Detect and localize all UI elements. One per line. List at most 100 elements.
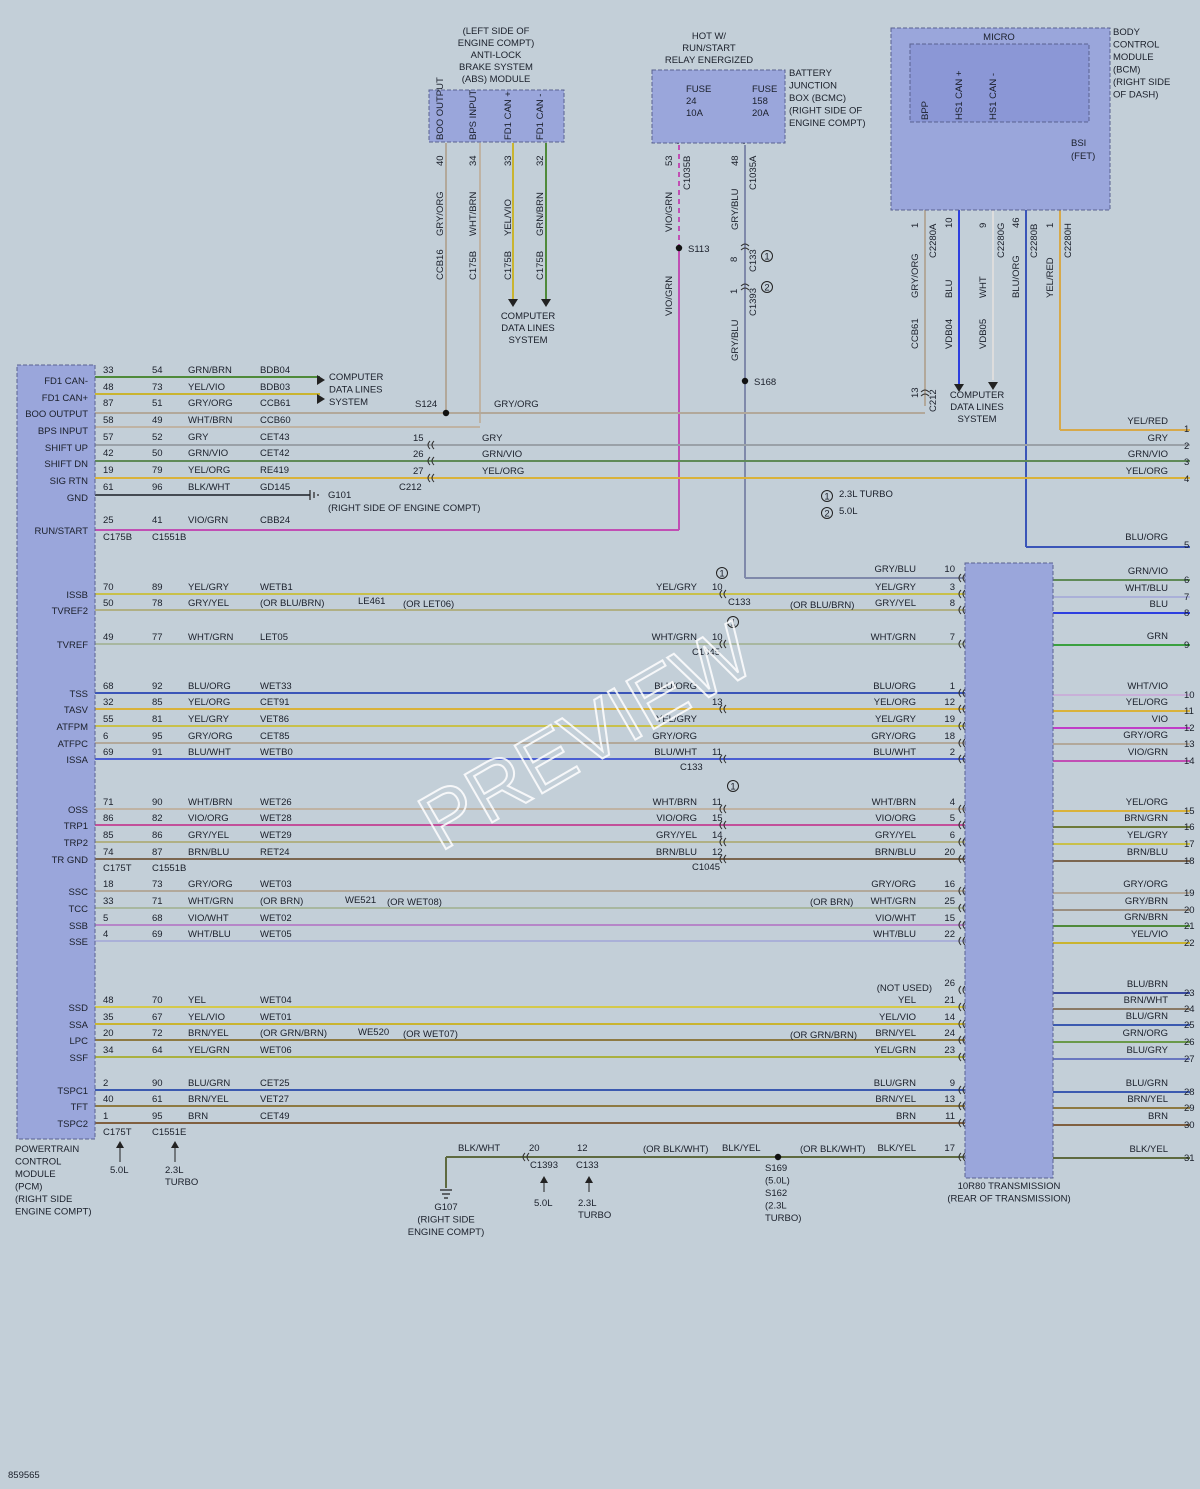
circuit-id: CET43 bbox=[260, 432, 290, 443]
connector-label: C212 bbox=[928, 389, 939, 412]
bcm-caption: (RIGHT SIDE bbox=[1113, 77, 1170, 88]
fuse-label: 20A bbox=[752, 108, 770, 119]
connector-icon bbox=[719, 854, 727, 864]
pcm-pin-name: TSPC2 bbox=[57, 1119, 88, 1130]
abs-pin-number: 32 bbox=[535, 155, 546, 166]
circuit-id: (OR GRN/BRN) bbox=[260, 1028, 327, 1039]
right-pin: 22 bbox=[1184, 938, 1195, 949]
wire-color: GRY/ORG bbox=[188, 398, 233, 409]
wire-color: YEL bbox=[898, 995, 916, 1006]
bjb-caption: RUN/START bbox=[682, 43, 736, 54]
connector-icon bbox=[958, 1118, 966, 1128]
wire-color: GRY/YEL bbox=[188, 830, 229, 841]
modules-layer bbox=[16, 27, 1111, 1179]
fuse-label: 10A bbox=[686, 108, 704, 119]
pcm-pin: 57 bbox=[103, 432, 114, 443]
connector-icon bbox=[958, 820, 966, 830]
bcm-pin-number: 10 bbox=[944, 217, 955, 228]
abs-caption: BRAKE SYSTEM bbox=[459, 62, 533, 73]
pcm-pin: 55 bbox=[103, 714, 114, 725]
trans-pin: 12 bbox=[944, 697, 955, 708]
pcm-pin: 5 bbox=[103, 913, 108, 924]
bcm-caption: MODULE bbox=[1113, 52, 1154, 63]
pcm-pin-name: SSB bbox=[69, 921, 88, 932]
pcm-pin: 54 bbox=[152, 365, 163, 376]
connector-label: C1035A bbox=[748, 155, 759, 190]
wire-color: GRY/YEL bbox=[656, 830, 697, 841]
pcm-pin: 90 bbox=[152, 797, 163, 808]
connector-icon bbox=[958, 1019, 966, 1029]
pcm-pin: 95 bbox=[152, 1111, 163, 1122]
pcm-pin: 74 bbox=[103, 847, 114, 858]
circuit-alt: (OR WET08) bbox=[387, 897, 442, 908]
pcm-pin: 2 bbox=[103, 1078, 108, 1089]
pcm-pin: 33 bbox=[103, 896, 114, 907]
wire-color: GRY/ORG bbox=[494, 399, 539, 410]
connector-icon bbox=[958, 1052, 966, 1062]
wire-color: YEL/GRY bbox=[188, 582, 230, 593]
wire-color: GRY/ORG bbox=[871, 731, 916, 742]
pcm-pin: 20 bbox=[103, 1028, 114, 1039]
bcm-circuit: CCB61 bbox=[910, 318, 921, 349]
abs-pin-name: BOO OUTPUT bbox=[435, 77, 446, 140]
pcm-pin: 69 bbox=[103, 747, 114, 758]
bjb-caption: BOX (BCMC) bbox=[789, 93, 846, 104]
circuit-id: WETB0 bbox=[260, 747, 293, 758]
right-pin: 20 bbox=[1184, 905, 1195, 916]
wire-color: WHT/GRN bbox=[188, 632, 234, 643]
pcm-pin-name: SIG RTN bbox=[50, 476, 88, 487]
pcm-caption: MODULE bbox=[15, 1169, 56, 1180]
pin-number: 13 bbox=[712, 697, 723, 708]
connector-icon bbox=[958, 738, 966, 748]
pcm-pin: 86 bbox=[103, 813, 114, 824]
option-circle-icon bbox=[716, 567, 728, 579]
pcm-pin: 79 bbox=[152, 465, 163, 476]
bcm-wire-color: WHT bbox=[978, 276, 989, 298]
right-wire-color: YEL/GRY bbox=[1127, 830, 1169, 841]
pcm-pin-name: TASV bbox=[64, 705, 89, 716]
pcm-pin: 48 bbox=[103, 995, 114, 1006]
right-wire-color: YEL/VIO bbox=[1131, 929, 1168, 940]
circuit-id: BDB04 bbox=[260, 365, 290, 376]
connector-icon bbox=[719, 754, 727, 764]
connector-label: C133 bbox=[680, 762, 703, 773]
pin-number: 14 bbox=[712, 830, 723, 841]
wire-color: WHT/BRN bbox=[872, 797, 916, 808]
pcm-pin-name: TR GND bbox=[52, 855, 89, 866]
pcm-pin-name: SSE bbox=[69, 937, 88, 948]
computer-data-caption: COMPUTER bbox=[329, 372, 384, 383]
wire-color: YEL/VIO bbox=[188, 1012, 225, 1023]
wire-color: WHT/GRN bbox=[871, 896, 917, 907]
bcm-connector: C2280H bbox=[1063, 223, 1074, 258]
splice-dot-icon bbox=[741, 377, 749, 385]
arrow-up-icon bbox=[585, 1176, 593, 1183]
right-pin: 9 bbox=[1184, 640, 1189, 651]
pcm-pin: 4 bbox=[103, 929, 108, 940]
trans-pin: 23 bbox=[944, 1045, 955, 1056]
connector-icon bbox=[958, 804, 966, 814]
wire-color: VIO/ORG bbox=[656, 813, 697, 824]
connector-icon bbox=[958, 704, 966, 714]
bcm-pin-name: BPP bbox=[920, 101, 931, 120]
circuit-id: WET06 bbox=[260, 1045, 292, 1056]
abs-wire-color: WHT/BRN bbox=[468, 192, 479, 236]
option-circle-icon bbox=[727, 780, 739, 792]
right-pin: 11 bbox=[1184, 706, 1194, 717]
trans-pin: 24 bbox=[944, 1028, 955, 1039]
pin-number: 8 bbox=[729, 257, 740, 262]
wire-color: YEL/GRY bbox=[188, 714, 230, 725]
circuit-id: WE521 bbox=[345, 895, 376, 906]
circuit-id: WET29 bbox=[260, 830, 292, 841]
pcm-pin-name: TFT bbox=[71, 1102, 89, 1113]
right-wire-color: GRY/BRN bbox=[1125, 896, 1168, 907]
right-pin: 4 bbox=[1184, 474, 1189, 485]
connector-icon bbox=[958, 1085, 966, 1095]
bcm-caption: BODY bbox=[1113, 27, 1141, 38]
option-number: 2 bbox=[764, 282, 769, 293]
circuit-id: BDB03 bbox=[260, 382, 290, 393]
right-pin: 3 bbox=[1184, 457, 1189, 468]
wire-color: VIO/GRN bbox=[664, 276, 675, 316]
circuit-id: (OR BLU/BRN) bbox=[260, 598, 324, 609]
abs-circuit: C175B bbox=[468, 251, 479, 280]
wire-color: YEL/GRY bbox=[875, 714, 917, 725]
